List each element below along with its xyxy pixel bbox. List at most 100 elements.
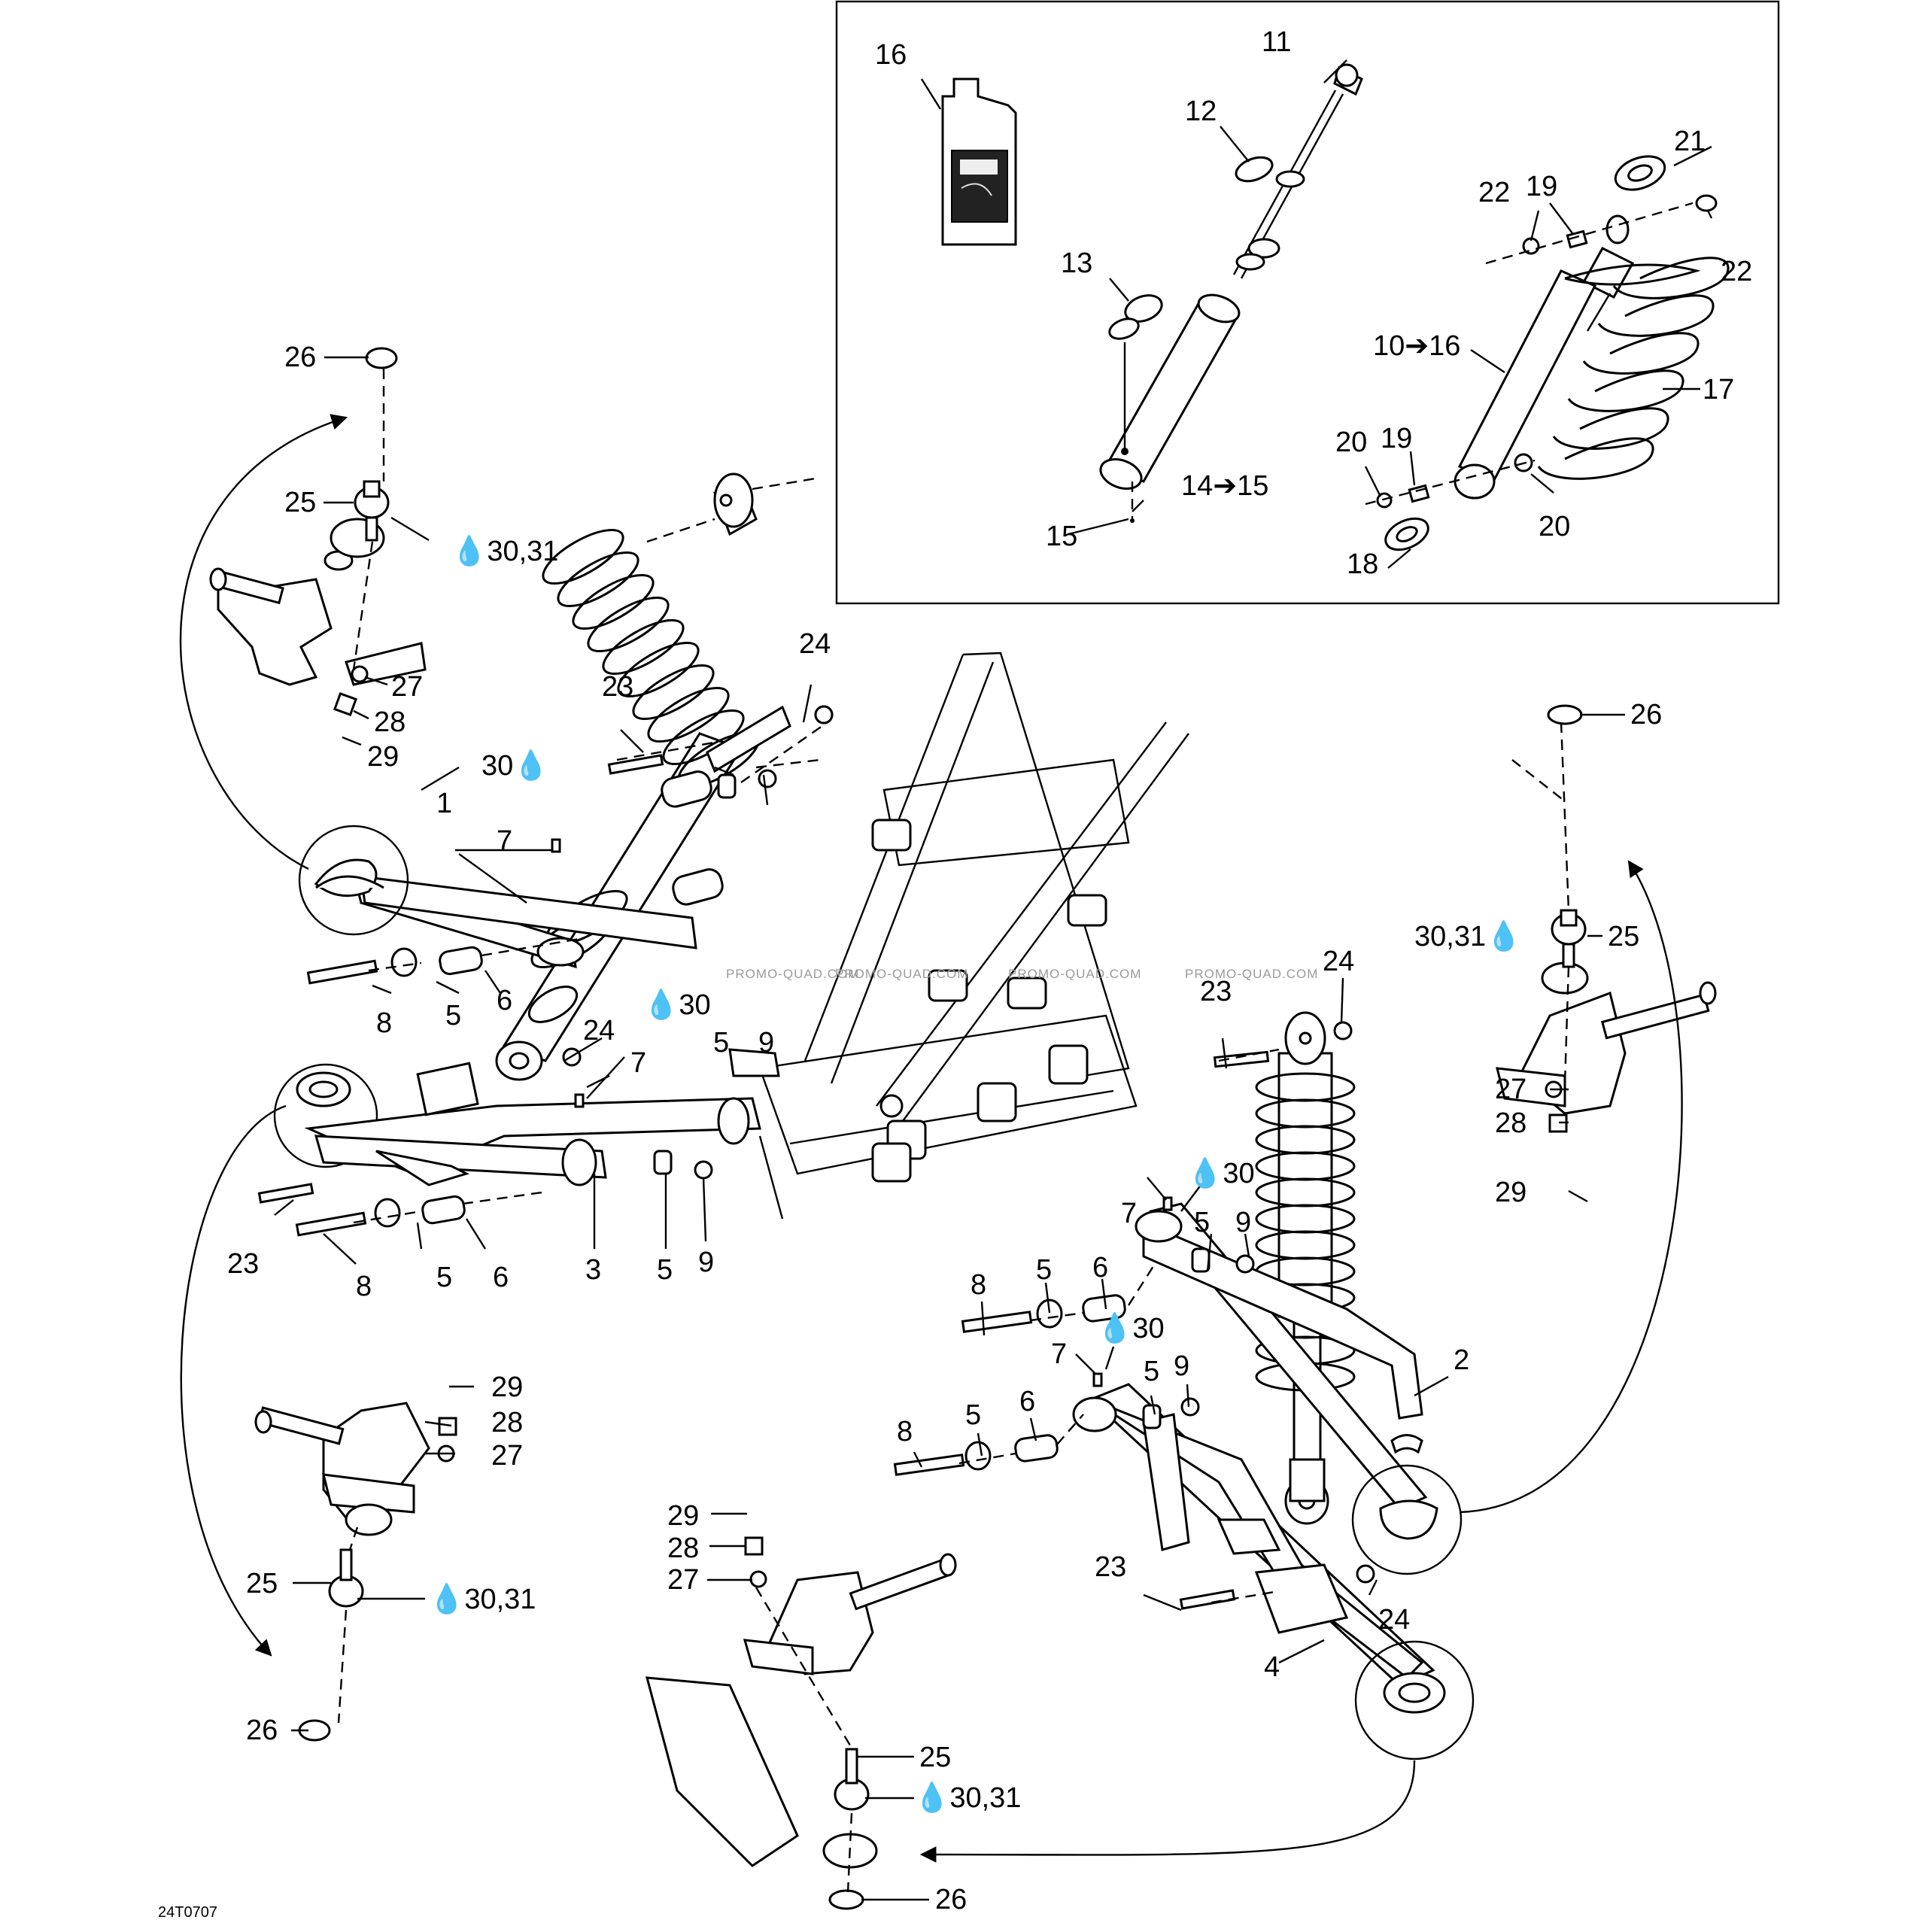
- svg-text:PROMO-QUAD.COM: PROMO-QUAD.COM: [835, 967, 968, 981]
- callout-25-a: 25: [284, 487, 316, 518]
- callout-labels: 16 11 12 13 14➔15 15 21 22 19 22 10➔16 1…: [158, 26, 1752, 1921]
- lube-30-a: 30💧: [481, 749, 549, 782]
- svg-text:PROMO-QUAD.COM: PROMO-QUAD.COM: [1008, 967, 1141, 981]
- callout-29-d: 29: [1495, 1177, 1526, 1208]
- callout-8-c: 8: [971, 1269, 986, 1301]
- assembly-arrows: [179, 414, 1683, 1863]
- damper-exploded: [1099, 63, 1363, 523]
- right-shock-absorber: [1255, 1011, 1356, 1525]
- svg-text:PROMO-QUAD.COM: PROMO-QUAD.COM: [1185, 967, 1318, 981]
- callout-7-b: 7: [630, 1047, 646, 1079]
- lube-30-d: 💧30: [1097, 1311, 1165, 1344]
- callout-6-a: 6: [497, 985, 512, 1016]
- callout-4: 4: [1264, 1651, 1280, 1683]
- callout-5-f: 5: [1036, 1254, 1052, 1286]
- knuckle-bottom-left: [254, 1402, 430, 1536]
- lube-30-31-b: 💧30,31: [429, 1582, 536, 1615]
- callout-23-d: 23: [1095, 1551, 1126, 1583]
- callout-23-a: 23: [602, 671, 633, 703]
- callout-26-c: 26: [935, 1884, 967, 1915]
- callout-12: 12: [1185, 96, 1217, 127]
- callout-11: 11: [1262, 26, 1291, 58]
- knuckle-top-left: [209, 518, 427, 686]
- diagram-id: 24T0707: [158, 1904, 217, 1921]
- circlips-and-nuts: [298, 347, 1583, 1910]
- callout-24-c: 24: [1323, 946, 1354, 977]
- frame-tabs: [871, 819, 1107, 1183]
- callout-24-d: 24: [1378, 1604, 1410, 1636]
- callout-6-c: 6: [1092, 1252, 1108, 1283]
- ball-joint-bottom-middle: [834, 1748, 870, 1811]
- lube-30-31-a: 💧30,31: [451, 534, 558, 567]
- lube-30-c: 💧30: [1187, 1156, 1255, 1189]
- callout-7-c: 7: [1121, 1198, 1137, 1229]
- callout-8-a: 8: [376, 1007, 392, 1039]
- watermarks: PROMO-QUAD.COM PROMO-QUAD.COM PROMO-QUAD…: [726, 967, 1318, 981]
- callout-23-c: 23: [1200, 976, 1232, 1007]
- callout-9-d: 9: [1174, 1350, 1189, 1382]
- chassis-frame: [728, 652, 1189, 1220]
- callout-18: 18: [1347, 548, 1378, 580]
- callout-23-b: 23: [227, 1248, 259, 1280]
- callout-26-d: 26: [1630, 699, 1662, 731]
- callout-20-b: 20: [1539, 511, 1570, 542]
- left-lower-a-arm: [273, 1062, 761, 1186]
- callout-29-a: 29: [367, 741, 399, 773]
- oil-bottle: [941, 77, 1017, 246]
- callout-2: 2: [1454, 1344, 1469, 1376]
- ball-joint-bottom-left: [328, 1548, 364, 1608]
- inset-frame: [835, 0, 1780, 605]
- callout-22-a: 22: [1478, 177, 1510, 208]
- leader-lines: [274, 59, 1713, 1901]
- callout-27-d: 27: [1495, 1074, 1526, 1105]
- callout-28-a: 28: [374, 706, 406, 738]
- callout-28-b: 28: [491, 1407, 523, 1438]
- callout-9-c: 9: [1235, 1207, 1251, 1238]
- callout-19-a: 19: [1526, 171, 1557, 202]
- callout-28-c: 28: [667, 1533, 699, 1564]
- callout-5-h: 5: [965, 1399, 981, 1431]
- callout-27-c: 27: [667, 1564, 699, 1596]
- callout-5-d: 5: [657, 1254, 673, 1286]
- lube-30-b: 💧30: [643, 988, 711, 1021]
- callout-7-a: 7: [497, 825, 512, 857]
- callout-24-b: 24: [583, 1015, 615, 1046]
- callout-29-b: 29: [491, 1372, 523, 1403]
- bolts-and-bushings: [257, 705, 1375, 1610]
- callout-14-15: 14➔15: [1181, 470, 1268, 502]
- knuckle-bottom-middle: [645, 1553, 957, 1869]
- callout-25-d: 25: [1608, 921, 1639, 952]
- knuckle-right: [1496, 961, 1717, 1115]
- callout-19-b: 19: [1381, 423, 1412, 454]
- ball-joint-right: [1551, 909, 1587, 968]
- callout-27-a: 27: [391, 671, 423, 703]
- callout-24-a: 24: [799, 628, 831, 660]
- callout-26-a: 26: [284, 342, 316, 373]
- callout-3: 3: [585, 1254, 601, 1286]
- callout-6-b: 6: [493, 1262, 509, 1293]
- callout-8-b: 8: [356, 1271, 372, 1302]
- callout-16: 16: [875, 39, 907, 71]
- callout-5-g: 5: [1144, 1356, 1159, 1387]
- coil-spring-inset: [1537, 257, 1730, 480]
- callout-29-c: 29: [667, 1500, 699, 1532]
- callout-10-16: 10➔16: [1373, 330, 1460, 362]
- right-upper-a-arm: [1135, 1202, 1463, 1575]
- left-upper-a-arm: [298, 825, 697, 969]
- callout-15: 15: [1046, 521, 1077, 552]
- ball-joint-top-left: [354, 480, 390, 542]
- callout-5-c: 5: [436, 1262, 452, 1293]
- callout-1: 1: [436, 788, 452, 819]
- callout-20-a: 20: [1335, 427, 1367, 458]
- callout-9-a: 9: [758, 1027, 774, 1059]
- right-lower-a-arm: [1072, 1383, 1475, 1760]
- callout-21: 21: [1674, 126, 1706, 157]
- callout-17: 17: [1703, 374, 1734, 406]
- shock-assembled-inset: [1365, 155, 1730, 551]
- callout-26-b: 26: [246, 1715, 278, 1746]
- callout-5-e: 5: [1194, 1207, 1210, 1238]
- callout-22-b: 22: [1721, 256, 1752, 287]
- grease-fittings: [551, 838, 1173, 1387]
- callout-5-b: 5: [713, 1027, 729, 1059]
